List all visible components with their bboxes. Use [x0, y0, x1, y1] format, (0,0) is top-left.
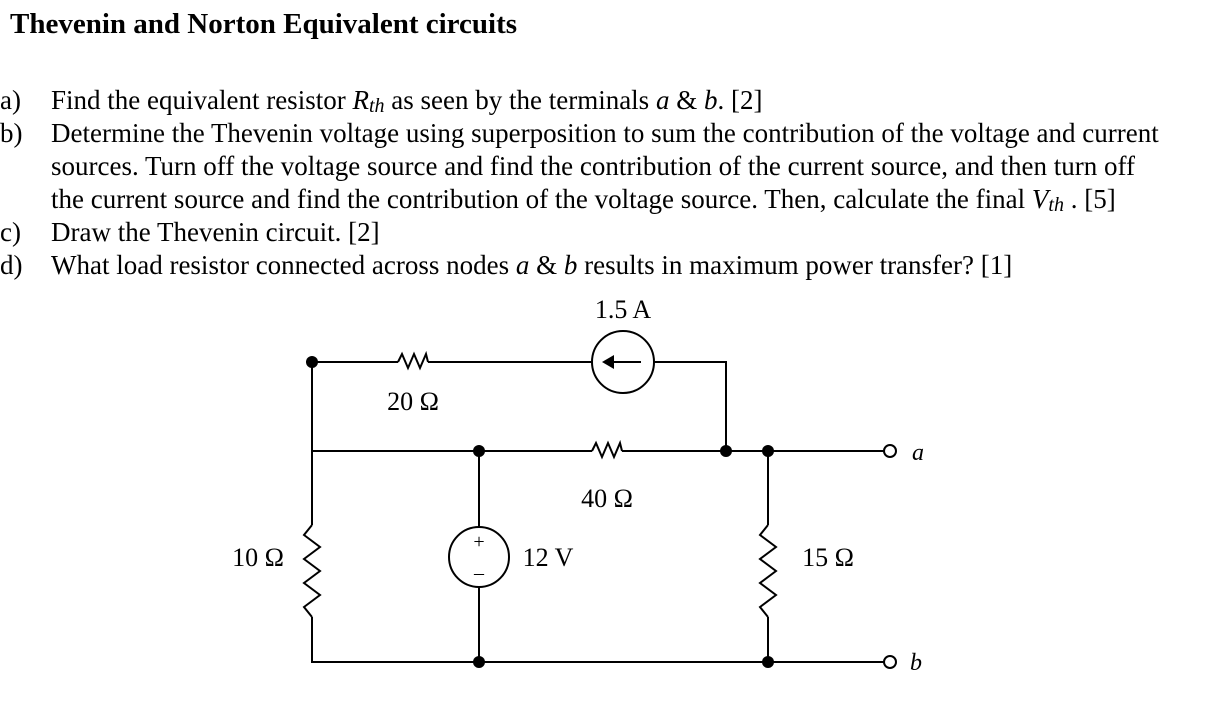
- vth-symbol: V: [1031, 184, 1049, 214]
- resistor-15-ohm: [758, 524, 778, 618]
- question-b-line-3-pre: the current source and find the contribu…: [51, 184, 1032, 214]
- terminal-a-ref: a: [655, 85, 670, 115]
- voltage-minus-sign: –: [473, 562, 485, 584]
- question-b-line-2: sources. Turn off the voltage source and…: [51, 151, 1135, 181]
- current-source: [591, 330, 655, 394]
- r15-label: 15 Ω: [802, 543, 854, 572]
- r20-label: 20 Ω: [387, 387, 439, 416]
- junction-dot: [473, 445, 485, 457]
- resistor-40-ohm: [591, 439, 623, 460]
- question-a-text: Find the equivalent resistor Rth as seen…: [51, 84, 762, 123]
- voltage-source: [448, 526, 510, 588]
- question-b-label: b): [0, 118, 23, 148]
- wire-bottom: [311, 617, 768, 663]
- question-d-label: d): [0, 250, 23, 280]
- terminal-a-ref: a: [515, 250, 530, 280]
- question-c-label: c): [0, 217, 21, 247]
- terminal-a-label: a: [912, 440, 924, 466]
- voltage-plus-sign: +: [473, 531, 484, 553]
- ampersand: &: [669, 85, 704, 115]
- junction-dot: [473, 656, 485, 668]
- left-arrow-icon: [602, 355, 614, 369]
- rth-symbol: R: [352, 85, 369, 115]
- terminal-b-label: b: [910, 650, 922, 676]
- question-b-line-3-post: . [5]: [1063, 184, 1116, 214]
- question-b-text: Determine the Thevenin voltage using sup…: [51, 117, 1159, 222]
- rth-subscript: th: [368, 95, 385, 117]
- question-a-label: a): [0, 85, 21, 115]
- question-d-post: results in maximum power transfer? [1]: [577, 250, 1013, 280]
- terminal-b-ref: b: [563, 250, 578, 280]
- junction-dot: [720, 445, 732, 457]
- ampersand: &: [529, 250, 564, 280]
- voltage-source-label: 12 V: [523, 543, 574, 572]
- r10-label: 10 Ω: [232, 543, 284, 572]
- junction-dot: [762, 445, 774, 457]
- terminal-b-ref: b: [703, 85, 718, 115]
- resistor-10-ohm: [302, 524, 322, 618]
- question-b-line-3: the current source and find the contribu…: [51, 183, 1159, 222]
- question-a-pre: Find the equivalent resistor: [51, 85, 353, 115]
- question-c-text: Draw the Thevenin circuit. [2]: [51, 217, 380, 247]
- terminal-b: [883, 655, 897, 669]
- resistor-20-ohm: [397, 350, 429, 371]
- page-title: Thevenin and Norton Equivalent circuits: [10, 8, 518, 40]
- junction-dot: [306, 356, 318, 368]
- current-source-label: 1.5 A: [595, 295, 652, 324]
- terminal-a: [883, 444, 897, 458]
- question-a-mid: as seen by the terminals: [384, 85, 656, 115]
- question-b-line-1: Determine the Thevenin voltage using sup…: [51, 118, 1159, 148]
- wire-top-right: [654, 361, 727, 451]
- question-d-text: What load resistor connected across node…: [51, 249, 1012, 282]
- r40-label: 40 Ω: [581, 484, 633, 513]
- question-d-pre: What load resistor connected across node…: [51, 250, 516, 280]
- question-a-post: . [2]: [717, 85, 763, 115]
- junction-dot: [762, 656, 774, 668]
- vth-subscript: th: [1048, 194, 1064, 216]
